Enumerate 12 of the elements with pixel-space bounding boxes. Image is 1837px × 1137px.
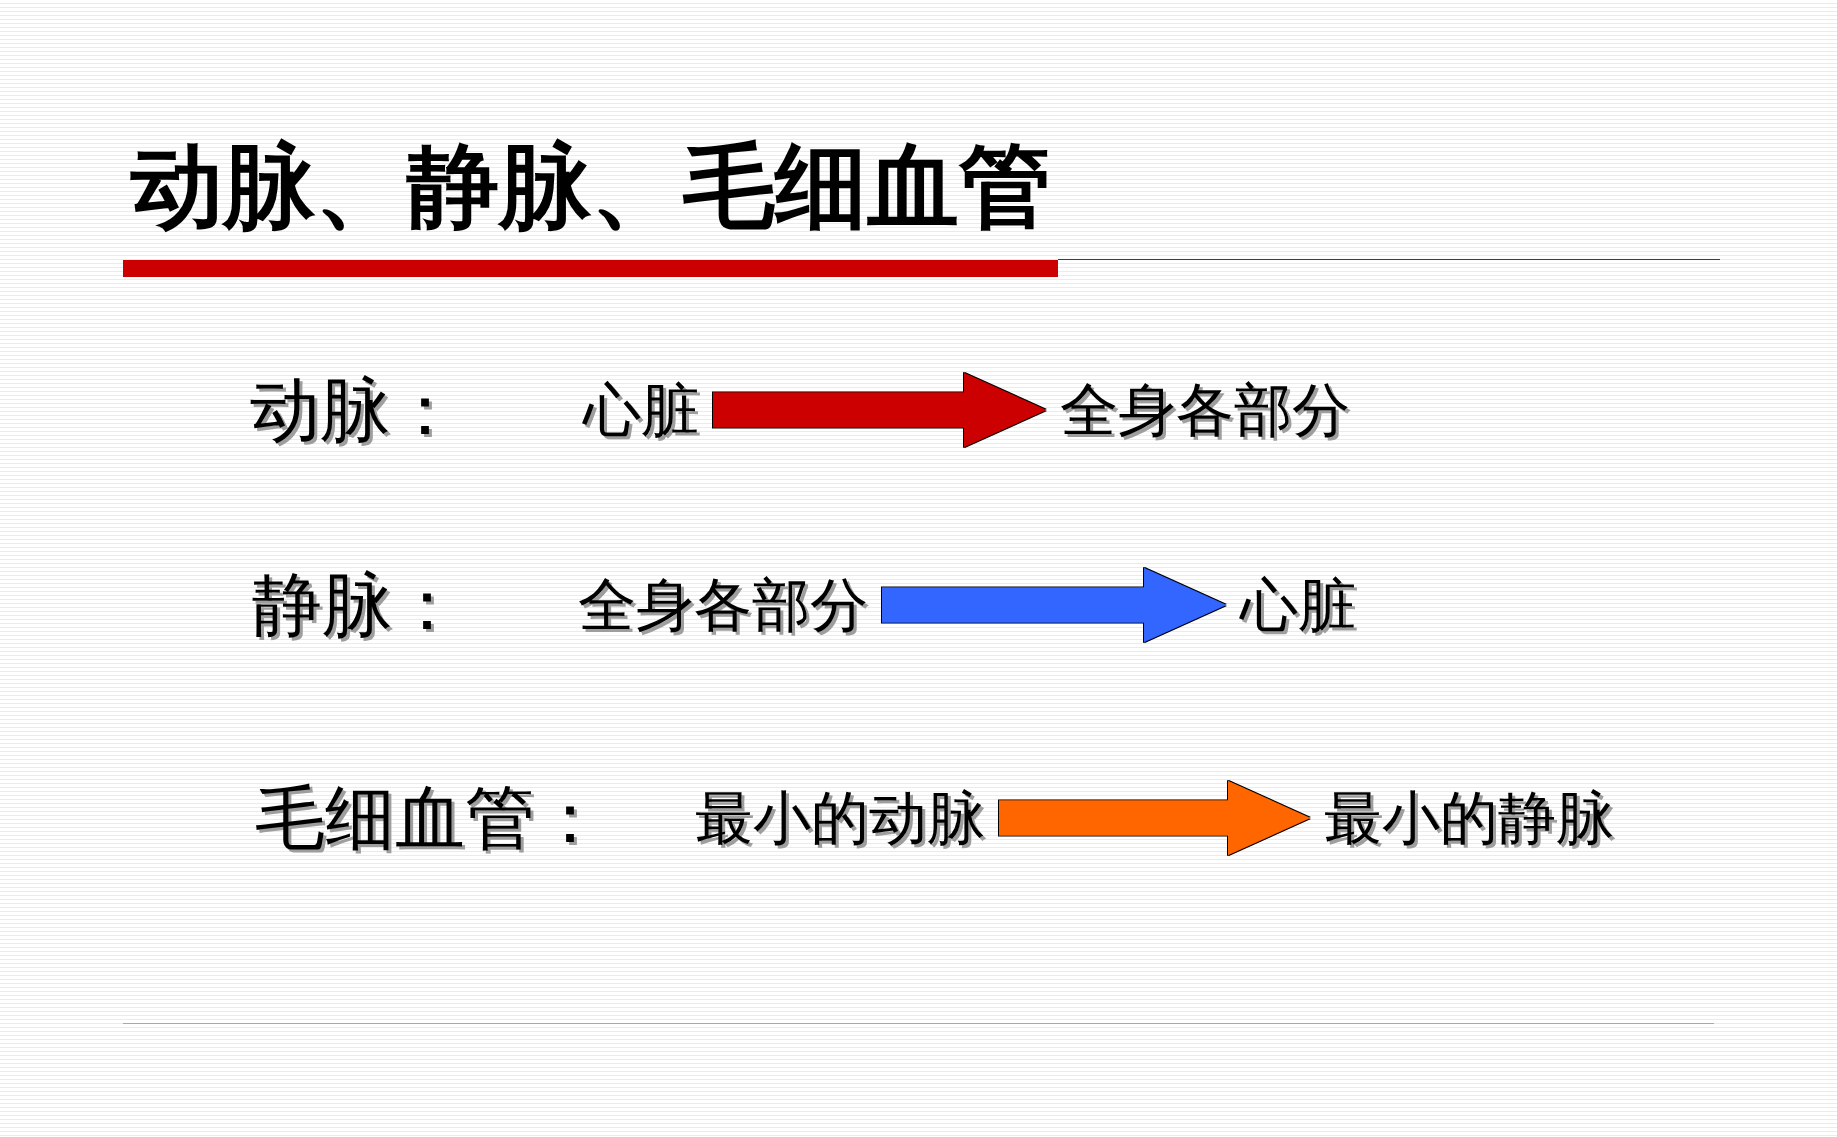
row-label: 毛细血管： — [255, 783, 605, 853]
flow-text: 心脏 — [1228, 576, 1368, 634]
block-arrow — [882, 568, 1226, 642]
flow-text: 心脏 — [571, 381, 711, 439]
flow-text: 全身各部分 — [1048, 381, 1362, 439]
flow-text: 全身各部分 — [566, 576, 880, 634]
block-arrow — [999, 781, 1310, 855]
block-arrow — [713, 373, 1046, 447]
flow-text: 最小的动脉 — [683, 789, 997, 847]
row-label: 动脉： — [250, 375, 460, 445]
row-label: 静脉： — [252, 570, 462, 640]
flow-text: 最小的静脉 — [1312, 789, 1626, 847]
